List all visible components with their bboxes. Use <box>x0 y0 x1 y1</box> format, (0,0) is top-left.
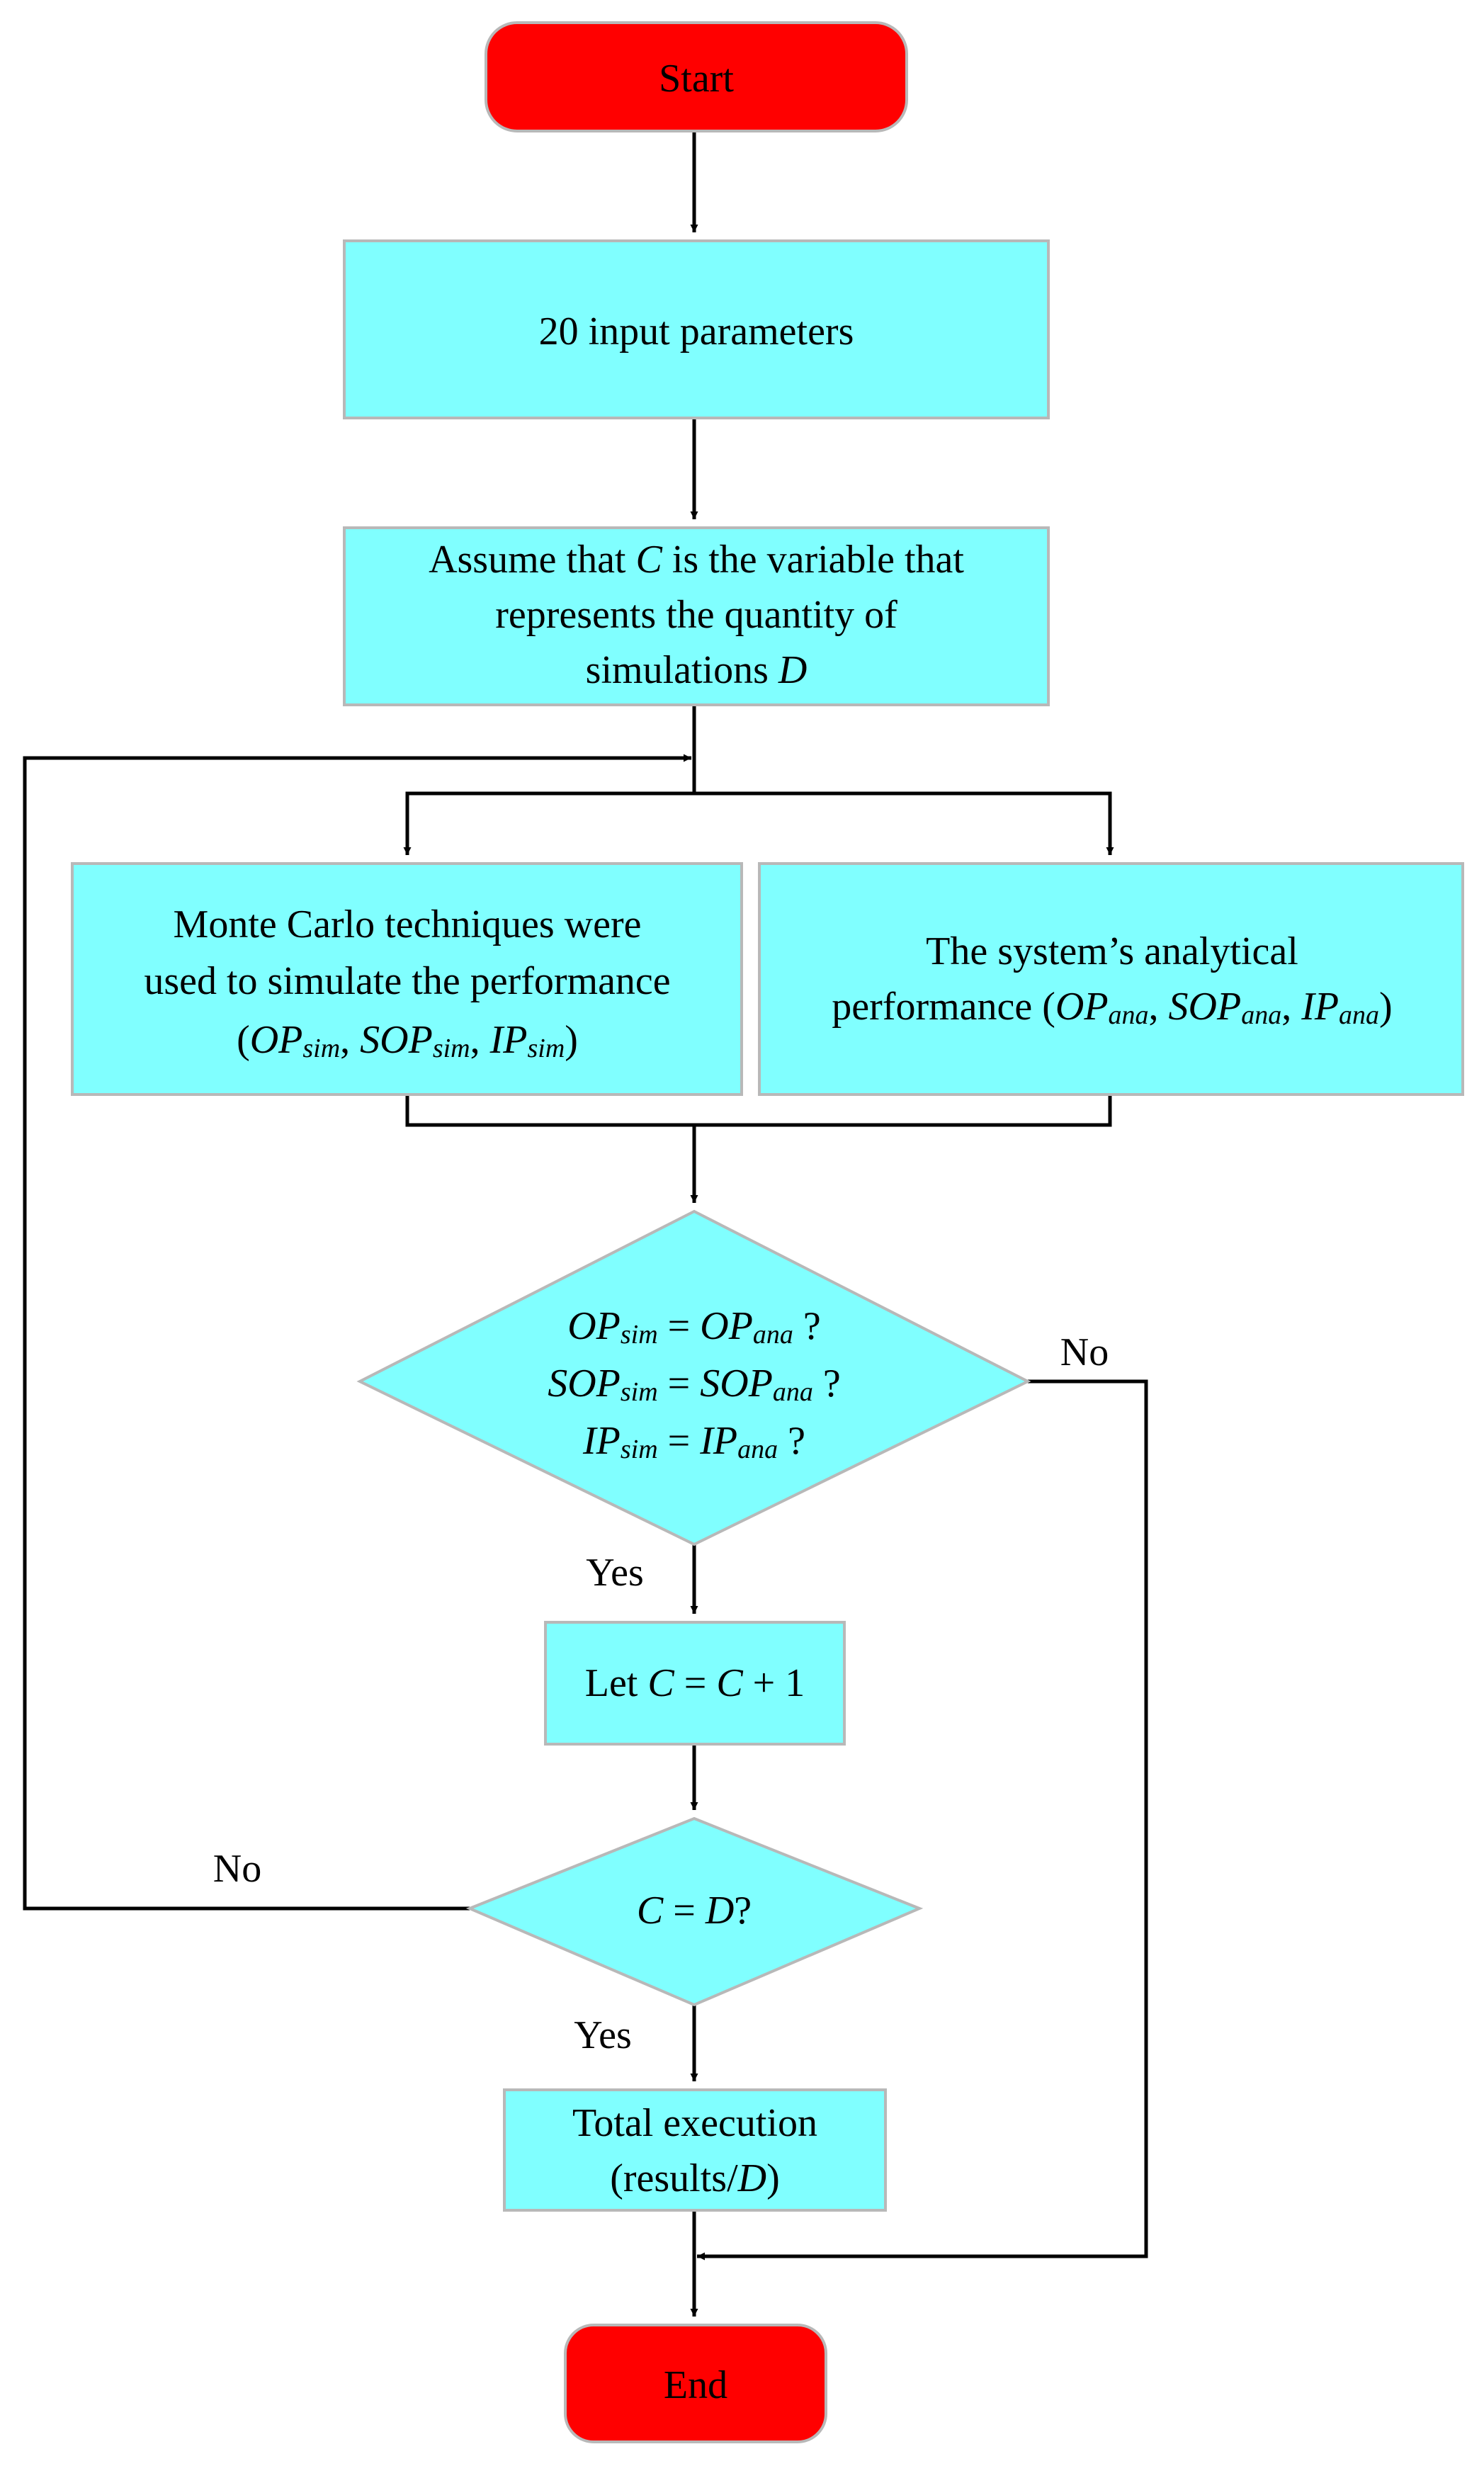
check-yes-label: Yes <box>574 2013 631 2057</box>
edge-split-to-analytical <box>694 791 1114 855</box>
end-label: End <box>664 2363 727 2407</box>
check-label: C = D? <box>637 1889 752 1933</box>
input-parameters-node: 20 input parameters <box>343 239 1050 419</box>
monte-carlo-box <box>71 862 743 1096</box>
edge-split-to-monte-carlo <box>403 791 694 855</box>
analytical-box <box>758 862 1464 1096</box>
edge-check-no-loop-back <box>23 754 691 1911</box>
compare-yes-label: Yes <box>586 1551 643 1595</box>
total-execution-box <box>503 2088 887 2212</box>
check-no-label: No <box>213 1847 261 1891</box>
compare-line-3: IPsim = IPana ? <box>582 1419 805 1464</box>
compare-line-2: SOPsim = SOPana ? <box>548 1362 841 1407</box>
compare-no-label: No <box>1060 1330 1109 1374</box>
total-execution-node: Total execution (results/D) <box>503 2088 887 2212</box>
monte-carlo-line-3: (OPsim, SOPsim, IPsim) <box>237 1018 578 1063</box>
assume-line-1: Assume that C is the variable that <box>429 538 964 582</box>
monte-carlo-node: Monte Carlo techniques were used to simu… <box>71 862 743 1096</box>
edge-compare-no-to-end-path <box>697 1379 1148 2261</box>
analytical-node: The system’s analytical performance (OPa… <box>758 862 1464 1096</box>
assume-box <box>343 526 1050 706</box>
compare-decision-node: OPsim = OPana ? SOPsim = SOPana ? IPsim … <box>356 1209 1031 1546</box>
connectors <box>23 131 1148 2317</box>
check-diamond <box>465 1816 924 2007</box>
check-decision-node: C = D? <box>465 1816 924 2007</box>
analytical-line-1: The system’s analytical <box>926 929 1298 973</box>
monte-carlo-line-2: used to simulate the performance <box>144 959 670 1003</box>
compare-diamond <box>356 1209 1031 1546</box>
analytical-line-2: performance (OPana, SOPana, IPana) <box>832 985 1392 1030</box>
assume-line-3: simulations D <box>586 648 808 692</box>
increment-node: Let C = C + 1 <box>544 1621 846 1746</box>
start-terminal-shape <box>485 21 908 132</box>
input-parameters-box <box>343 239 1050 419</box>
increment-box <box>544 1621 846 1746</box>
assume-line-2: represents the quantity of <box>495 593 897 637</box>
start-label: Start <box>659 57 734 101</box>
input-parameters-label: 20 input parameters <box>539 310 854 354</box>
total-execution-line-1: Total execution <box>572 2101 817 2145</box>
monte-carlo-line-1: Monte Carlo techniques were <box>174 903 642 946</box>
assume-node: Assume that C is the variable that repre… <box>343 526 1050 706</box>
end-node: End <box>564 2324 827 2443</box>
end-terminal-shape <box>564 2324 827 2443</box>
increment-label: Let C = C + 1 <box>585 1661 805 1705</box>
compare-line-1: OPsim = OPana ? <box>567 1304 821 1350</box>
edge-merge-lines <box>405 1095 1112 1127</box>
total-execution-line-2: (results/D) <box>610 2156 780 2200</box>
start-node: Start <box>485 21 908 132</box>
